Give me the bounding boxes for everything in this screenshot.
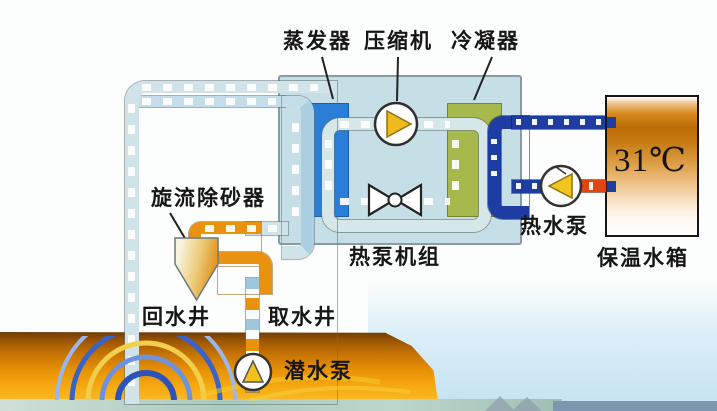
intake-well-label: 取水井: [268, 305, 337, 329]
pipe-dashes: [340, 198, 450, 205]
hot-outlet-red-pipe: [579, 180, 606, 192]
tank-outlet-nub: [607, 181, 616, 192]
bottom-right-bar: [553, 401, 717, 411]
pipe-dashes: [325, 140, 332, 190]
pipe-dashes: [340, 121, 450, 128]
insulated-water-tank: [605, 95, 699, 237]
pipe-dots: [516, 119, 602, 125]
evaporator-label: 蒸发器: [283, 29, 352, 53]
pipe-dots: [516, 183, 542, 189]
pipe-dashes: [142, 98, 276, 105]
return-well-label: 回水井: [142, 305, 211, 329]
sand-remover-outlet-pipe: [218, 252, 272, 294]
pipe-dashes: [292, 112, 299, 216]
sand-remover-label: 旋流除砂器: [151, 186, 266, 210]
compressor-label: 压缩机: [364, 29, 433, 53]
pipe-dashes: [128, 98, 135, 386]
tank-temperature-value: 31℃: [614, 143, 687, 179]
intake-well-pipe: [246, 278, 259, 392]
tank-inlet-nub: [607, 117, 616, 128]
hot-water-pump-icon: [539, 164, 583, 208]
hot-water-pump-label: 热水泵: [520, 214, 589, 238]
supply-riser-pipe: [282, 96, 314, 259]
heat-pump-unit-label: 热泵机组: [349, 245, 441, 269]
pipe-dashes: [452, 140, 459, 190]
refrigerant-loop-pipe: [322, 118, 491, 232]
insulated-tank-label: 保温水箱: [597, 246, 689, 270]
pipe-dots: [491, 132, 497, 176]
pipe-dashes: [205, 225, 283, 232]
submersible-pump-label: 潜水泵: [284, 359, 353, 383]
pipe-dashes: [142, 84, 318, 91]
condenser-label: 冷凝器: [451, 29, 520, 53]
